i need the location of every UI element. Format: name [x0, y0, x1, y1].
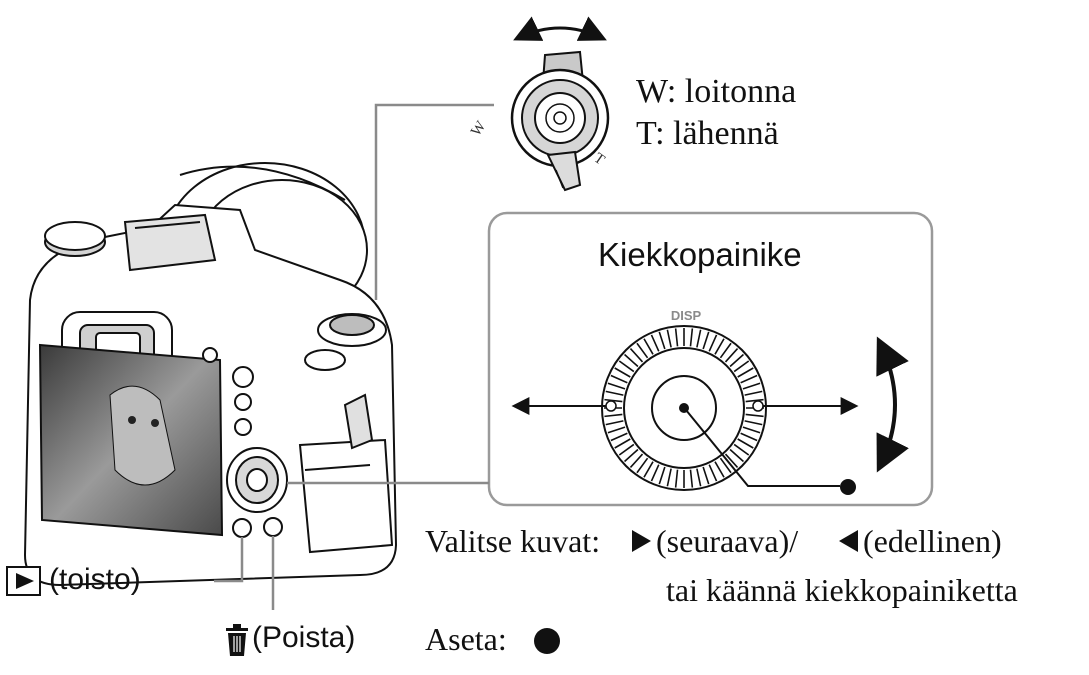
- wheel-tick: [745, 398, 764, 403]
- wheel-tick: [658, 331, 666, 350]
- set-dot-icon: [840, 479, 856, 495]
- wheel-tick: [605, 390, 624, 396]
- delete-label: (Poista): [252, 621, 356, 654]
- wheel-tick: [733, 360, 750, 373]
- wheel-tick: [624, 448, 639, 463]
- playback-icon: [6, 566, 41, 596]
- wheel-tick: [733, 443, 750, 456]
- wheel-tick: [666, 329, 672, 348]
- trash-icon: [226, 624, 248, 656]
- wheel-tick: [666, 468, 672, 487]
- wheel-tick: [744, 420, 763, 426]
- wheel-tick: [636, 342, 649, 359]
- wheel-tick: [636, 457, 649, 474]
- control-wheel-title: Kiekkopainike: [598, 236, 802, 273]
- playback-callout-line: [214, 537, 244, 583]
- wheel-tick: [629, 453, 644, 468]
- wheel-tick: [604, 413, 623, 418]
- prev-triangle-icon: [839, 530, 858, 552]
- set-dot-text-icon: [534, 628, 560, 654]
- wheel-tick: [605, 420, 624, 426]
- select-prefix: Valitse kuvat:: [425, 523, 601, 559]
- wheel-tick: [742, 382, 761, 390]
- wheel-tick: [737, 367, 754, 378]
- wheel-tick: [729, 448, 744, 463]
- wheel-tick: [618, 443, 635, 456]
- wheel-tick: [607, 426, 626, 434]
- wheel-tick: [719, 457, 732, 474]
- wheel-tick: [650, 464, 660, 482]
- zoom-t-label: T: lähennä: [636, 115, 779, 152]
- wheel-tick: [658, 466, 666, 485]
- wheel-tick: [610, 374, 628, 384]
- wheel-tick: [610, 432, 628, 442]
- wheel-tick: [607, 382, 626, 390]
- wheel-tick: [643, 461, 654, 478]
- rotate-arrow-icon: [876, 336, 909, 473]
- wheel-tick: [689, 469, 694, 488]
- wheel-tick: [689, 328, 694, 347]
- zoom-w-label: W: loitonna: [636, 73, 797, 110]
- lever-w-mark: W: [468, 118, 490, 139]
- wheel-tick: [724, 348, 739, 363]
- wheel-tick: [629, 348, 644, 363]
- wheel-tick: [744, 390, 763, 396]
- wheel-tick: [674, 469, 679, 488]
- set-prefix: Aseta:: [425, 621, 507, 657]
- wheel-tick: [737, 438, 754, 449]
- wheel-tick: [702, 331, 710, 350]
- zoom-rotate-arrow-icon: [513, 16, 607, 41]
- rotate-instruction: tai käännä kiekkopainiketta: [666, 572, 1018, 608]
- zoom-lever-illustration: [510, 16, 610, 192]
- wheel-tick: [674, 328, 679, 347]
- wheel-tick: [740, 432, 758, 442]
- camera-illustration: [23, 162, 398, 587]
- zoom-lever-callout-line: [374, 103, 494, 300]
- wheel-tick: [696, 329, 702, 348]
- wheel-tick: [724, 453, 739, 468]
- wheel-tick: [708, 464, 718, 482]
- wheel-tick: [624, 353, 639, 368]
- wheel-tick: [714, 338, 725, 355]
- wheel-tick: [604, 398, 623, 403]
- control-wheel-illustration: [511, 325, 909, 495]
- wheel-tick: [614, 438, 631, 449]
- wheel-tick: [650, 334, 660, 352]
- wheel-tick: [740, 374, 758, 384]
- wheel-tick: [643, 338, 654, 355]
- next-triangle-icon: [632, 530, 651, 552]
- wheel-tick: [614, 367, 631, 378]
- wheel-tick: [696, 468, 702, 487]
- disp-label: DISP: [671, 308, 702, 323]
- prev-label: (edellinen): [863, 523, 1002, 559]
- wheel-tick: [708, 334, 718, 352]
- wheel-tick: [745, 413, 764, 418]
- wheel-tick: [719, 342, 732, 359]
- wheel-tick: [742, 426, 761, 434]
- playback-label: (toisto): [49, 563, 141, 596]
- wheel-tick: [729, 353, 744, 368]
- wheel-tick: [618, 360, 635, 373]
- wheel-tick: [702, 466, 710, 485]
- next-label: (seuraava)/: [656, 523, 799, 559]
- wheel-tick: [714, 461, 725, 478]
